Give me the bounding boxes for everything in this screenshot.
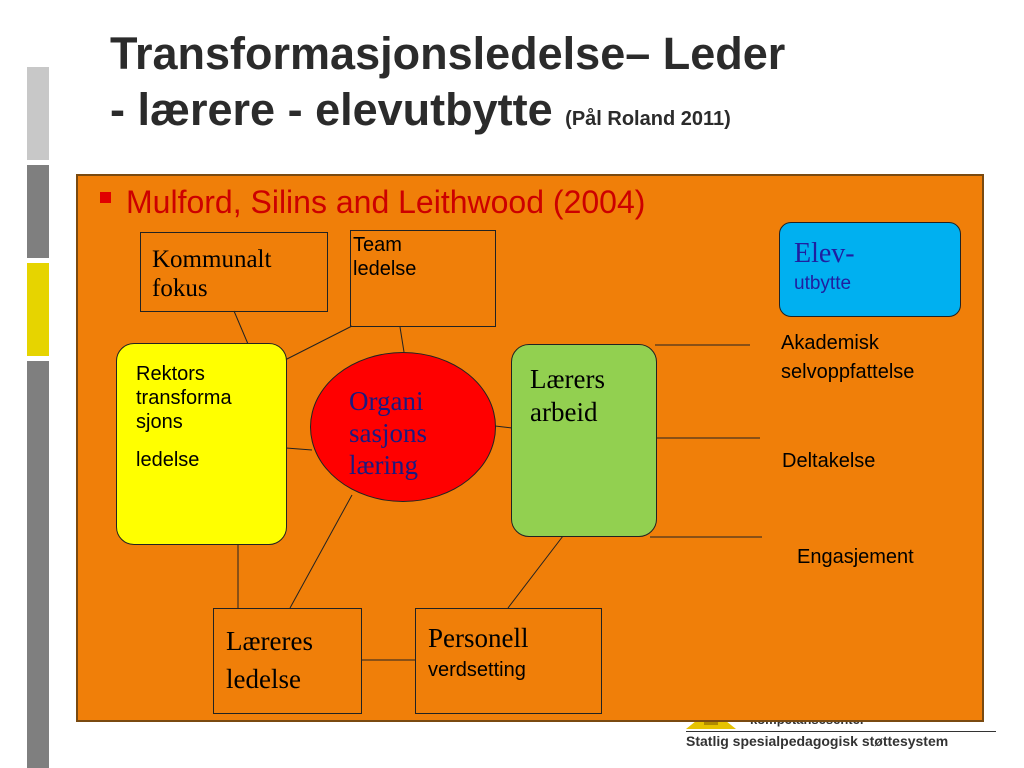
rektors-box: Rektors transforma sjons ledelse	[116, 343, 287, 545]
outcome-deltakelse: Deltakelse	[782, 450, 876, 472]
laerers-line-2: arbeid	[530, 397, 598, 427]
kommunalt-fokus-box: Kommunalt fokus	[140, 232, 328, 312]
line-organisasjon-laereres	[289, 494, 353, 609]
rektors-line-2: transforma	[136, 387, 232, 409]
rektors-line-3: sjons	[136, 411, 183, 433]
outcome-akademisk: Akademisk selvoppfattelse	[781, 329, 914, 387]
sidebar-segment-grey-1	[27, 165, 49, 258]
organisasjon-line-1: Organi	[349, 386, 424, 416]
rektors-line-1: Rektors	[136, 363, 205, 385]
personell-line-1: Personell	[428, 623, 529, 653]
sidebar-segment-light	[27, 67, 49, 160]
laerers-arbeid-box: Lærers arbeid	[511, 344, 657, 537]
sidebar-segment-grey-2	[27, 361, 49, 768]
elev-line-2: utbytte	[794, 273, 852, 294]
footer-org-name: Statlig spesialpedagogisk støttesystem	[686, 733, 949, 749]
line-rektors-organisasjon	[285, 447, 313, 451]
title-citation: (Pål Roland 2011)	[565, 108, 731, 130]
team-line-1: Team	[353, 234, 402, 256]
sidebar-segment-yellow	[27, 263, 49, 356]
line-kommunalt-rektors	[233, 310, 249, 345]
elev-utbytte-box: Elev- utbytte	[779, 222, 961, 317]
line-team-organisasjon	[399, 326, 405, 353]
laereres-ledelse-box: Læreres ledelse	[213, 608, 362, 714]
bullet-square-icon	[100, 192, 111, 203]
elev-line-1: Elev-	[794, 238, 855, 269]
team-ledelse-box: Team ledelse	[350, 230, 496, 327]
line-laerers-personell	[507, 535, 564, 609]
bullet-text: Mulford, Silins and Leithwood (2004)	[126, 184, 646, 220]
footer-rule	[686, 731, 996, 732]
line-team-rektors	[284, 325, 353, 361]
akademisk-line-1: Akademisk	[781, 332, 879, 354]
title-line-1: Transformasjonsledelse– Leder	[110, 28, 786, 79]
rektors-line-4: ledelse	[136, 449, 200, 471]
akademisk-line-2: selvoppfattelse	[781, 361, 915, 383]
title-line-2-text: - lærere - elevutbytte	[110, 84, 553, 135]
outcome-engasjement: Engasjement	[797, 546, 914, 568]
team-line-2: ledelse	[353, 258, 417, 280]
slide-title: Transformasjonsledelse– Leder - lærere -…	[110, 26, 990, 147]
title-line-2: - lærere - elevutbytte (Pål Roland 2011)	[110, 82, 990, 147]
kommunalt-line-1: Kommunalt	[152, 246, 272, 273]
kommunalt-line-2: fokus	[152, 275, 208, 302]
organisasjon-line-3: læring	[349, 450, 419, 480]
laerers-line-1: Lærers	[530, 364, 605, 394]
organisasjon-ellipse: Organi sasjons læring	[310, 352, 496, 502]
line-organisasjon-laerers	[494, 425, 513, 429]
personell-box: Personell verdsetting	[415, 608, 602, 714]
organisasjon-line-2: sasjons	[349, 418, 428, 448]
personell-line-2: verdsetting	[428, 659, 526, 681]
laereres-line-2: ledelse	[226, 664, 301, 694]
laereres-line-1: Læreres	[226, 626, 313, 656]
